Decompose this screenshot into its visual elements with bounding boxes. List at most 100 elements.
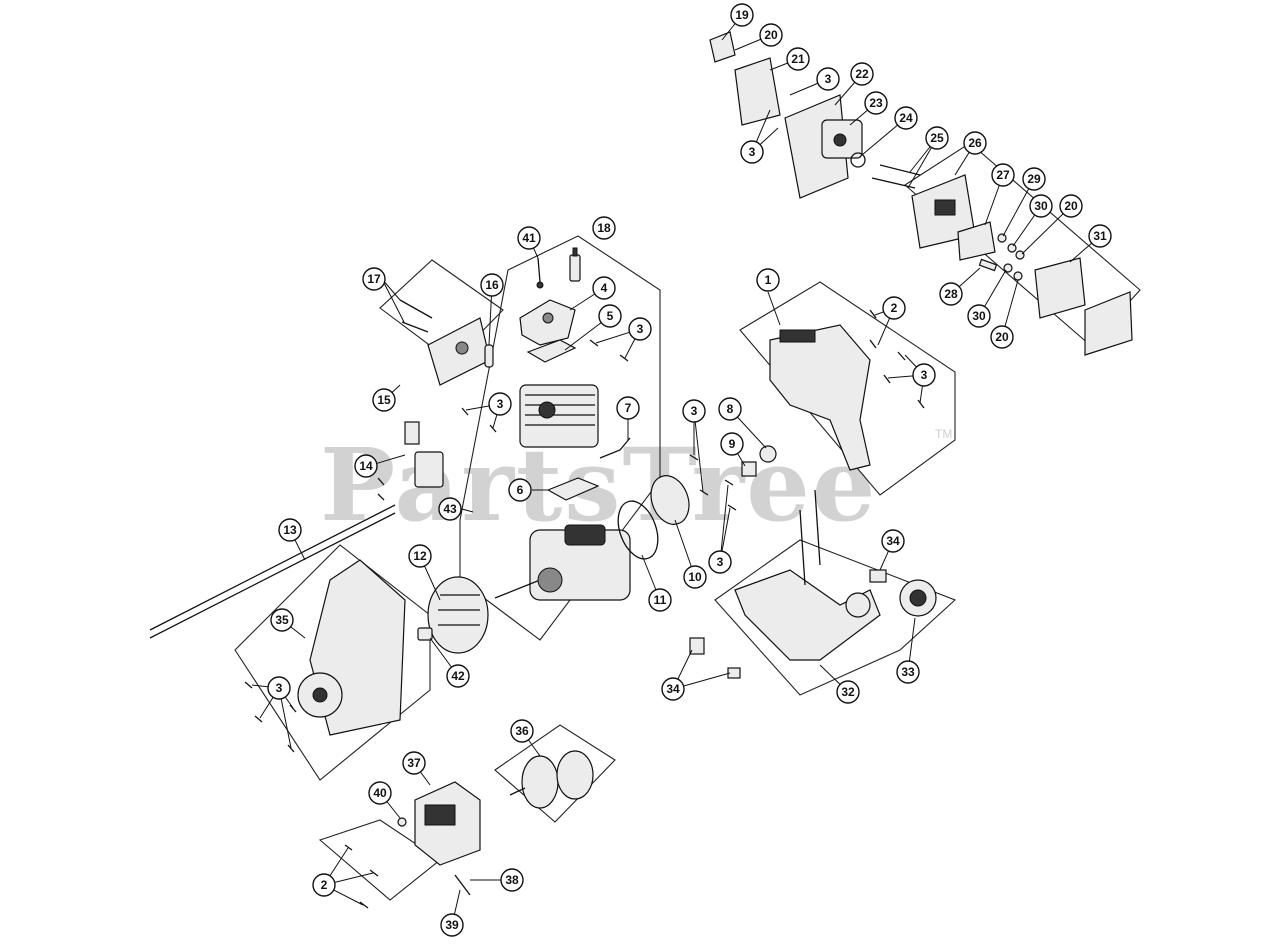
callout-3[interactable]: 3 bbox=[628, 317, 652, 341]
svg-text:6: 6 bbox=[517, 483, 524, 497]
callout-20[interactable]: 20 bbox=[1059, 194, 1083, 218]
clutch-part bbox=[509, 750, 594, 809]
fan-housing-part bbox=[414, 781, 481, 866]
callout-3[interactable]: 3 bbox=[267, 676, 291, 700]
callout-21[interactable]: 21 bbox=[786, 47, 810, 71]
svg-text:22: 22 bbox=[855, 67, 869, 81]
callout-42[interactable]: 42 bbox=[446, 664, 470, 688]
callout-37[interactable]: 37 bbox=[402, 751, 426, 775]
callout-3[interactable]: 3 bbox=[682, 399, 706, 423]
callout-19[interactable]: 19 bbox=[730, 3, 754, 27]
svg-text:42: 42 bbox=[451, 669, 465, 683]
callout-31[interactable]: 31 bbox=[1088, 224, 1112, 248]
callout-9[interactable]: 9 bbox=[720, 432, 744, 456]
callout-14[interactable]: 14 bbox=[354, 454, 378, 478]
svg-text:25: 25 bbox=[930, 131, 944, 145]
flywheel-part bbox=[427, 576, 489, 654]
part-shapes bbox=[149, 31, 1133, 909]
callout-7[interactable]: 7 bbox=[616, 396, 640, 420]
svg-text:3: 3 bbox=[637, 322, 644, 336]
callout-28[interactable]: 28 bbox=[939, 282, 963, 306]
crankcase-part bbox=[494, 524, 631, 601]
watermark-text: PartsTree bbox=[320, 426, 878, 544]
svg-text:4: 4 bbox=[601, 281, 608, 295]
callout-29[interactable]: 29 bbox=[1022, 167, 1046, 191]
callout-3[interactable]: 3 bbox=[912, 363, 936, 387]
callout-30[interactable]: 30 bbox=[1029, 194, 1053, 218]
svg-text:32: 32 bbox=[841, 685, 855, 699]
callout-41[interactable]: 41 bbox=[517, 226, 541, 250]
svg-text:27: 27 bbox=[996, 168, 1010, 182]
callout-26[interactable]: 26 bbox=[963, 131, 987, 155]
svg-text:20: 20 bbox=[764, 28, 778, 42]
svg-text:11: 11 bbox=[654, 593, 667, 607]
cylinder-part bbox=[519, 384, 599, 448]
callout-35[interactable]: 35 bbox=[270, 608, 294, 632]
callout-23[interactable]: 23 bbox=[864, 91, 888, 115]
callout-1[interactable]: 1 bbox=[756, 268, 780, 292]
callout-22[interactable]: 22 bbox=[850, 62, 874, 86]
callout-20[interactable]: 20 bbox=[759, 23, 783, 47]
svg-text:41: 41 bbox=[522, 231, 536, 245]
svg-text:13: 13 bbox=[283, 523, 297, 537]
callout-36[interactable]: 36 bbox=[510, 719, 534, 743]
svg-text:29: 29 bbox=[1027, 172, 1041, 186]
recoil-starter-part bbox=[297, 559, 406, 736]
callout-39[interactable]: 39 bbox=[440, 913, 464, 937]
callout-5[interactable]: 5 bbox=[598, 304, 622, 328]
svg-text:28: 28 bbox=[944, 287, 958, 301]
callout-24[interactable]: 24 bbox=[894, 106, 918, 130]
callout-11[interactable]: 11 bbox=[648, 588, 672, 612]
svg-text:8: 8 bbox=[727, 402, 734, 416]
air-filter-part bbox=[1034, 257, 1133, 356]
svg-text:31: 31 bbox=[1093, 229, 1107, 243]
svg-text:20: 20 bbox=[995, 330, 1009, 344]
svg-text:30: 30 bbox=[972, 309, 986, 323]
callout-3[interactable]: 3 bbox=[740, 140, 764, 164]
callout-8[interactable]: 8 bbox=[718, 397, 742, 421]
callout-15[interactable]: 15 bbox=[372, 388, 396, 412]
cylinder-cover-part bbox=[519, 299, 576, 346]
svg-text:34: 34 bbox=[666, 682, 680, 696]
callout-2[interactable]: 2 bbox=[312, 873, 336, 897]
svg-text:36: 36 bbox=[515, 724, 529, 738]
callout-6[interactable]: 6 bbox=[508, 478, 532, 502]
callout-3[interactable]: 3 bbox=[488, 392, 512, 416]
callout-25[interactable]: 25 bbox=[925, 126, 949, 150]
svg-text:38: 38 bbox=[505, 873, 519, 887]
svg-text:20: 20 bbox=[1064, 199, 1078, 213]
callout-32[interactable]: 32 bbox=[836, 680, 860, 704]
callout-43[interactable]: 43 bbox=[438, 497, 462, 521]
callout-3[interactable]: 3 bbox=[708, 550, 732, 574]
callout-34[interactable]: 34 bbox=[881, 529, 905, 553]
callout-3[interactable]: 3 bbox=[816, 67, 840, 91]
callout-13[interactable]: 13 bbox=[278, 518, 302, 542]
callout-18[interactable]: 18 bbox=[592, 216, 616, 240]
svg-text:16: 16 bbox=[485, 278, 499, 292]
svg-text:37: 37 bbox=[407, 756, 421, 770]
callout-27[interactable]: 27 bbox=[991, 163, 1015, 187]
svg-text:10: 10 bbox=[688, 570, 702, 584]
callout-20[interactable]: 20 bbox=[990, 325, 1014, 349]
callout-38[interactable]: 38 bbox=[500, 868, 524, 892]
callout-2[interactable]: 2 bbox=[882, 296, 906, 320]
svg-text:34: 34 bbox=[886, 534, 900, 548]
callout-34[interactable]: 34 bbox=[661, 677, 685, 701]
svg-text:43: 43 bbox=[443, 502, 457, 516]
clutch-drum-part bbox=[899, 579, 937, 617]
callout-30[interactable]: 30 bbox=[967, 304, 991, 328]
callout-16[interactable]: 16 bbox=[480, 273, 504, 297]
callout-33[interactable]: 33 bbox=[896, 660, 920, 684]
engine-housing-part bbox=[769, 324, 871, 471]
callout-10[interactable]: 10 bbox=[683, 565, 707, 589]
svg-text:17: 17 bbox=[367, 272, 381, 286]
callouts: 1 2 3 4 5 3 3 7 6 3 8 9 10 11 3 43 14 12… bbox=[267, 3, 1112, 937]
spark-plug-part bbox=[569, 247, 581, 282]
callout-40[interactable]: 40 bbox=[368, 781, 392, 805]
svg-text:40: 40 bbox=[373, 786, 387, 800]
callout-12[interactable]: 12 bbox=[408, 544, 432, 568]
callout-17[interactable]: 17 bbox=[362, 267, 386, 291]
svg-text:33: 33 bbox=[901, 665, 915, 679]
callout-4[interactable]: 4 bbox=[592, 276, 616, 300]
